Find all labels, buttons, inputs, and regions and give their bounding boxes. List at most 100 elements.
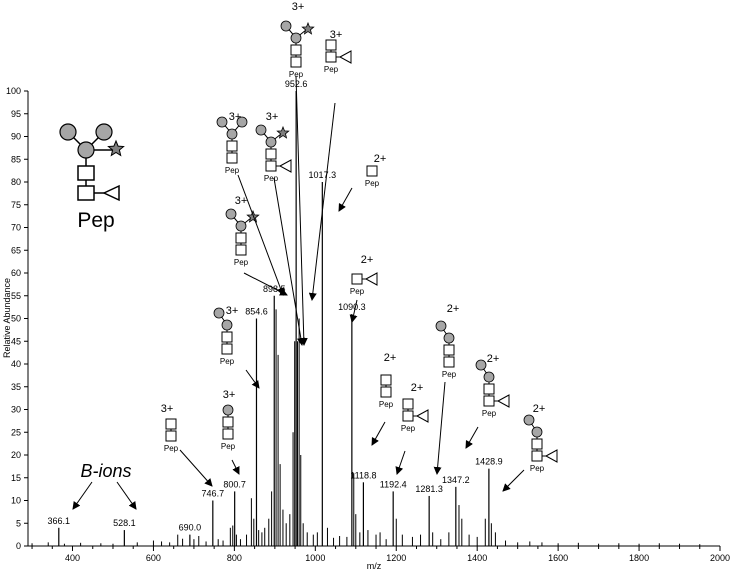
galactose-icon: [443, 332, 455, 344]
glycan-structure: Pep 3+: [280, 1, 315, 79]
glycan-pep-label: Pep: [164, 444, 179, 453]
glycan-structure: Pep 2+: [365, 153, 386, 188]
x-tick-label: 1200: [386, 553, 406, 563]
b-ions-arrow: [72, 481, 93, 510]
glcnac-square-icon: [380, 386, 392, 398]
glcnac-square-icon: [366, 165, 378, 177]
annotation-arrow: [179, 449, 213, 487]
charge-state-label: 3+: [292, 1, 305, 13]
galactose-icon: [221, 319, 233, 331]
glycan-pep-label: Pep: [220, 357, 235, 366]
peak-label: 746.7: [202, 489, 225, 499]
annotation-arrow: [245, 369, 260, 389]
galactose-icon: [531, 426, 543, 438]
glcnac-square-icon: [221, 343, 233, 355]
glycan-pep-label: Pep: [482, 409, 497, 418]
mannose-icon: [77, 141, 95, 159]
glycan-pep-label: Pep: [379, 400, 394, 409]
fucose-triangle-icon: [338, 50, 352, 64]
peak-label: 690.0: [179, 523, 202, 533]
glycan-structure: Pep 2+: [379, 352, 396, 409]
sialic-acid-star-icon: [276, 125, 290, 139]
glycan-pep-label: Pep: [442, 370, 457, 379]
glcnac-square-icon: [165, 418, 177, 430]
charge-state-label: 3+: [223, 389, 236, 401]
fucose-triangle-icon: [544, 449, 558, 463]
y-tick-label: 70: [11, 223, 21, 233]
charge-state-label: 2+: [384, 352, 397, 364]
y-tick-label: 95: [11, 109, 21, 119]
annotation-arrow: [395, 450, 406, 475]
sialic-acid-star-icon: [107, 139, 125, 157]
b-ions-arrow: [116, 481, 137, 510]
y-axis-ticks: 0510152025303540455055606570758085909510…: [6, 86, 28, 551]
spectrum-peaks: [31, 91, 701, 546]
x-tick-label: 800: [227, 553, 242, 563]
y-tick-label: 60: [11, 268, 21, 278]
glcnac-square-icon: [531, 438, 543, 450]
y-axis-title: Relative Abundance: [2, 278, 12, 358]
glcnac-square-icon: [165, 430, 177, 442]
peak-label: 1428.9: [475, 457, 503, 467]
galactose-icon: [222, 404, 234, 416]
y-tick-label: 20: [11, 450, 21, 460]
glcnac-square-icon: [443, 344, 455, 356]
glcnac-square-icon: [290, 44, 302, 56]
glycan-pep-label: Pep: [365, 179, 380, 188]
glcnac-square-icon: [226, 140, 238, 152]
y-tick-label: 85: [11, 154, 21, 164]
glcnac-square-icon: [443, 356, 455, 368]
x-tick-label: 1400: [467, 553, 487, 563]
peak-label: 528.1: [113, 518, 136, 528]
glcnac-square-icon: [483, 383, 495, 395]
charge-state-label: 2+: [374, 153, 387, 165]
glycan-pep-label: Pep: [234, 258, 249, 267]
charge-state-label: 3+: [235, 195, 248, 207]
sialic-acid-star-icon: [246, 209, 260, 223]
charge-state-label: 2+: [533, 403, 546, 415]
glcnac-square-icon: [235, 244, 247, 256]
glycan-pep-label: Pep: [289, 70, 304, 79]
glycan-pep-label: Pep: [350, 287, 365, 296]
glcnac-square-icon: [531, 450, 543, 462]
y-tick-label: 5: [16, 518, 21, 528]
sialic-acid-star-icon: [301, 21, 315, 35]
annotation-arrows: [179, 75, 525, 492]
glycan-structure: Pep 3+: [161, 403, 179, 453]
glcnac-square-icon: [483, 395, 495, 407]
y-tick-label: 90: [11, 132, 21, 142]
glycan-structure: Pep 3+: [225, 195, 260, 267]
glcnac-square-icon: [265, 160, 277, 172]
glcnac-square-icon: [290, 56, 302, 68]
charge-state-label: 3+: [330, 29, 343, 41]
peak-label: 1090.3: [338, 302, 366, 312]
glycan-pep-label: Pep: [221, 442, 236, 451]
glycan-annotations: Pep3+Pep3+Pep3+Pep3+Pep2+Pep3+Pep2+Pep3+…: [161, 1, 558, 473]
charge-state-label: 3+: [161, 403, 174, 415]
galactose-icon: [255, 124, 267, 136]
peak-label: 1281.3: [415, 484, 443, 494]
galactose-icon: [236, 116, 248, 128]
annotation-arrow: [433, 381, 446, 475]
peak-label: 854.6: [245, 307, 268, 317]
glycan-pep-label: Pep: [264, 174, 279, 183]
y-tick-label: 55: [11, 291, 21, 301]
galactose-icon: [59, 123, 77, 141]
annotation-arrow: [273, 177, 305, 346]
galactose-icon: [483, 371, 495, 383]
annotation-arrow: [237, 174, 285, 296]
b-ions-label: B-ions: [80, 461, 131, 481]
annotation-arrow: [295, 75, 308, 346]
y-tick-label: 100: [6, 86, 21, 96]
glycan-pep-label: Pep: [225, 166, 240, 175]
y-tick-label: 0: [16, 541, 21, 551]
glcnac-square-icon: [235, 232, 247, 244]
